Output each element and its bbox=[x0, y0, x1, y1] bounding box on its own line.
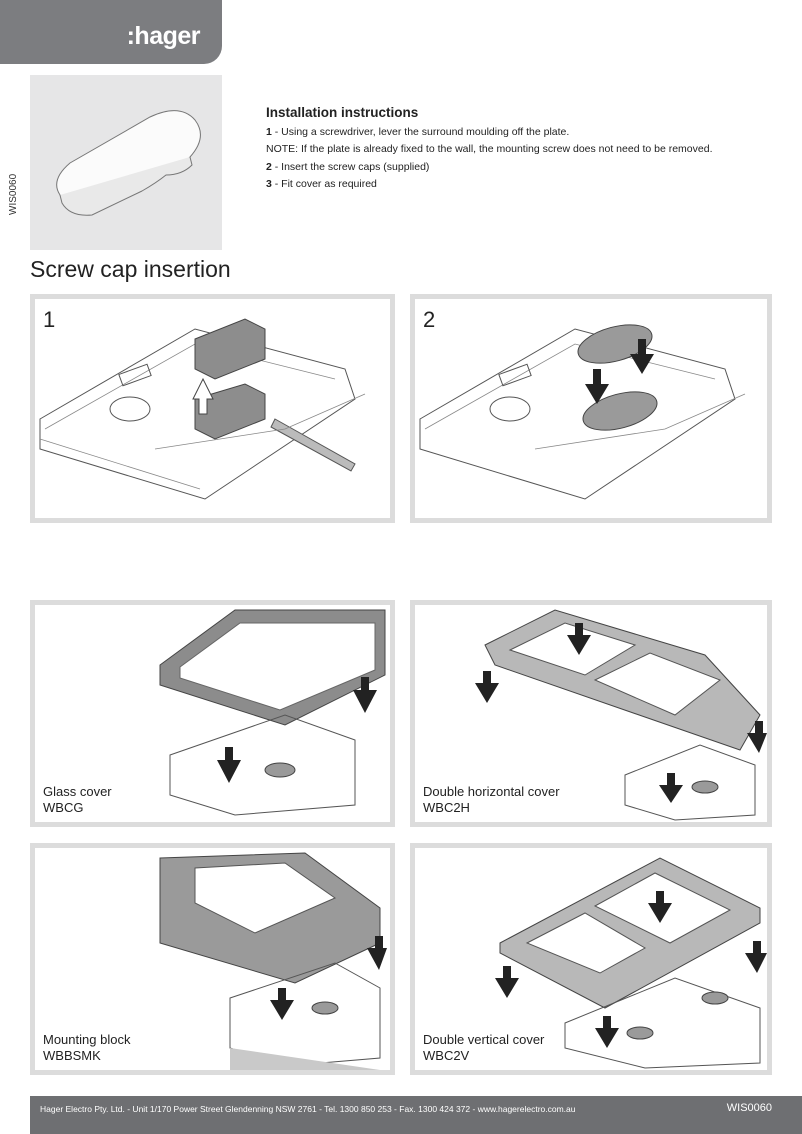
instructions-heading: Installation instructions bbox=[266, 105, 419, 120]
instruction-step-1: 1 - Using a screwdriver, lever the surro… bbox=[266, 125, 570, 138]
double-vertical-cover-code: WBC2V bbox=[423, 1048, 470, 1063]
glass-cover-code: WBCG bbox=[43, 800, 84, 815]
mounting-block-code: WBBSMK bbox=[43, 1048, 101, 1063]
double-horizontal-cover-caption: Double horizontal cover WBC2H bbox=[423, 784, 560, 816]
double-horizontal-cover-panel: Double horizontal cover WBC2H bbox=[410, 600, 772, 827]
product-image bbox=[30, 75, 222, 250]
double-vertical-cover-name: Double vertical cover bbox=[423, 1032, 545, 1047]
instruction-note: NOTE: If the plate is already fixed to t… bbox=[266, 143, 713, 155]
double-vertical-cover-panel: Double vertical cover WBC2V bbox=[410, 843, 772, 1075]
step-2-illustration bbox=[419, 324, 746, 500]
instruction-step-3: 3 - Fit cover as required bbox=[266, 178, 377, 190]
footer: Hager Electro Pty. Ltd. - Unit 1/170 Pow… bbox=[30, 1096, 802, 1134]
footer-company-info: Hager Electro Pty. Ltd. - Unit 1/170 Pow… bbox=[40, 1104, 576, 1114]
step-2-label: 2 bbox=[423, 307, 436, 332]
instruction-step-2: 2 - Insert the screw caps (supplied) bbox=[266, 160, 430, 173]
glass-cover-caption: Glass cover WBCG bbox=[43, 784, 112, 816]
hager-logo: :hager bbox=[126, 22, 201, 50]
glass-cover-name: Glass cover bbox=[43, 784, 112, 799]
glass-cover-illustration bbox=[159, 609, 386, 816]
mounting-block-caption: Mounting block WBBSMK bbox=[43, 1032, 130, 1064]
step-1-panel: 1 bbox=[30, 294, 395, 523]
double-horizontal-cover-code: WBC2H bbox=[423, 800, 470, 815]
mounting-block-panel: Mounting block WBBSMK bbox=[30, 843, 395, 1075]
double-horizontal-cover-name: Double horizontal cover bbox=[423, 784, 560, 799]
step-1-illustration bbox=[39, 318, 366, 500]
double-horizontal-cover-illustration bbox=[475, 609, 767, 821]
mounting-block-name: Mounting block bbox=[43, 1032, 131, 1047]
step-2-panel: 2 bbox=[410, 294, 772, 523]
logo-header: :hager bbox=[0, 0, 222, 64]
installation-instructions: Installation instructions 1 - Using a sc… bbox=[266, 104, 766, 194]
glass-cover-panel: Glass cover WBCG bbox=[30, 600, 395, 827]
step-1-label: 1 bbox=[43, 307, 56, 332]
footer-document-code: WIS0060 bbox=[726, 1102, 772, 1114]
mounting-block-illustration bbox=[159, 852, 387, 1070]
document-code-vertical: WIS0060 bbox=[8, 173, 19, 215]
section-title: Screw cap insertion bbox=[30, 256, 231, 282]
double-vertical-cover-caption: Double vertical cover WBC2V bbox=[423, 1032, 544, 1064]
double-vertical-cover-illustration bbox=[495, 857, 767, 1069]
